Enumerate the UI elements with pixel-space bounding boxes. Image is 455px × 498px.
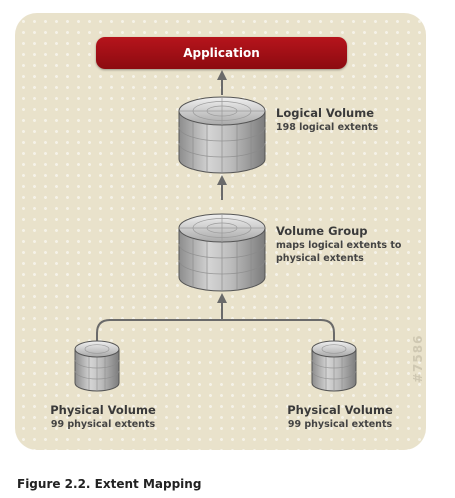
connector-lines [96, 70, 335, 345]
physical-volume-left-cylinder-icon [74, 340, 120, 392]
logical-volume-cylinder-icon [178, 96, 266, 174]
physical-volume-left-title: Physical Volume [50, 403, 156, 417]
figure-watermark: #7586 [411, 334, 425, 383]
figure-caption: Figure 2.2. Extent Mapping [17, 477, 202, 491]
physical-volume-right-detail: 99 physical extents [287, 419, 393, 430]
physical-volume-left-label: Physical Volume 99 physical extents [43, 403, 163, 431]
volume-group-detail-line2: physical extents [276, 253, 364, 264]
logical-volume-detail: 198 logical extents [276, 122, 379, 133]
logical-volume-label: Logical Volume 198 logical extents [276, 106, 378, 134]
volume-group-cylinder-icon [178, 213, 266, 292]
application-label: Application [183, 46, 260, 60]
physical-volume-left-detail: 99 physical extents [50, 419, 156, 430]
physical-volume-right-label: Physical Volume 99 physical extents [280, 403, 400, 431]
logical-volume-title: Logical Volume [276, 106, 375, 120]
application-box: Application [96, 37, 347, 69]
volume-group-detail-line1: maps logical extents to [276, 240, 402, 251]
pv-branch-line [96, 319, 335, 345]
volume-group-label: Volume Group maps logical extents to phy… [276, 224, 401, 265]
physical-volume-right-title: Physical Volume [287, 403, 393, 417]
physical-volume-right-cylinder-icon [311, 340, 357, 392]
volume-group-title: Volume Group [276, 224, 368, 238]
